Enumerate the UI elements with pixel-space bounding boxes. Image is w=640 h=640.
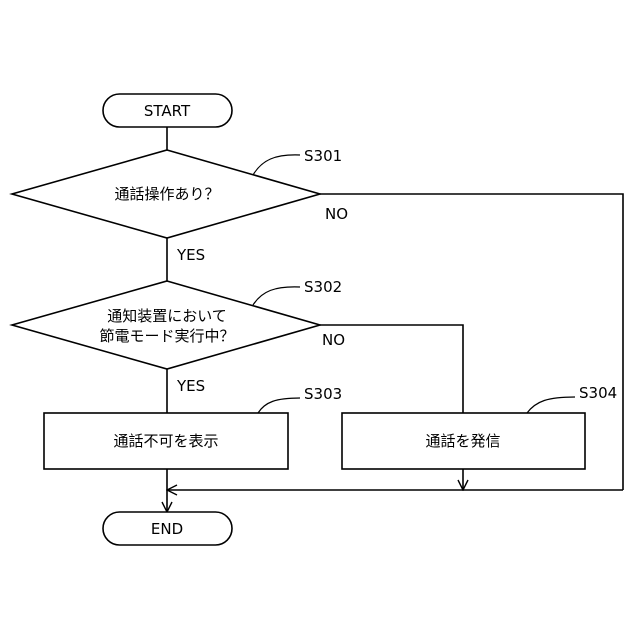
s304-step-label: S304 xyxy=(579,384,617,402)
start-label: START xyxy=(144,102,191,120)
decision-s301-text: 通話操作あり？ xyxy=(114,185,219,203)
end-terminal: END xyxy=(103,512,232,545)
process-s303-text: 通話不可を表示 xyxy=(113,432,218,450)
s301-step-leader xyxy=(253,155,300,175)
process-s303: 通話不可を表示 xyxy=(44,413,288,469)
s301-step-label: S301 xyxy=(304,147,342,165)
decision-s301: 通話操作あり？ xyxy=(12,150,320,238)
s302-step-leader xyxy=(253,287,300,305)
decision-s302-line1: 通知装置において xyxy=(107,307,227,325)
start-terminal: START xyxy=(103,94,232,127)
s303-step-label: S303 xyxy=(304,385,342,403)
s302-step-label: S302 xyxy=(304,278,342,296)
s301-yes-label: YES xyxy=(176,246,205,264)
s302-no-label: NO xyxy=(322,331,345,349)
decision-s302-line2: 節電モード実行中？ xyxy=(99,327,234,345)
process-s304-text: 通話を発信 xyxy=(425,432,500,450)
s304-step-leader xyxy=(527,397,575,413)
s301-no-label: NO xyxy=(325,205,348,223)
decision-s302: 通知装置において 節電モード実行中？ xyxy=(12,281,320,369)
s302-yes-label: YES xyxy=(176,377,205,395)
end-label: END xyxy=(151,520,183,538)
process-s304: 通話を発信 xyxy=(342,413,585,469)
s303-step-leader xyxy=(258,398,300,413)
